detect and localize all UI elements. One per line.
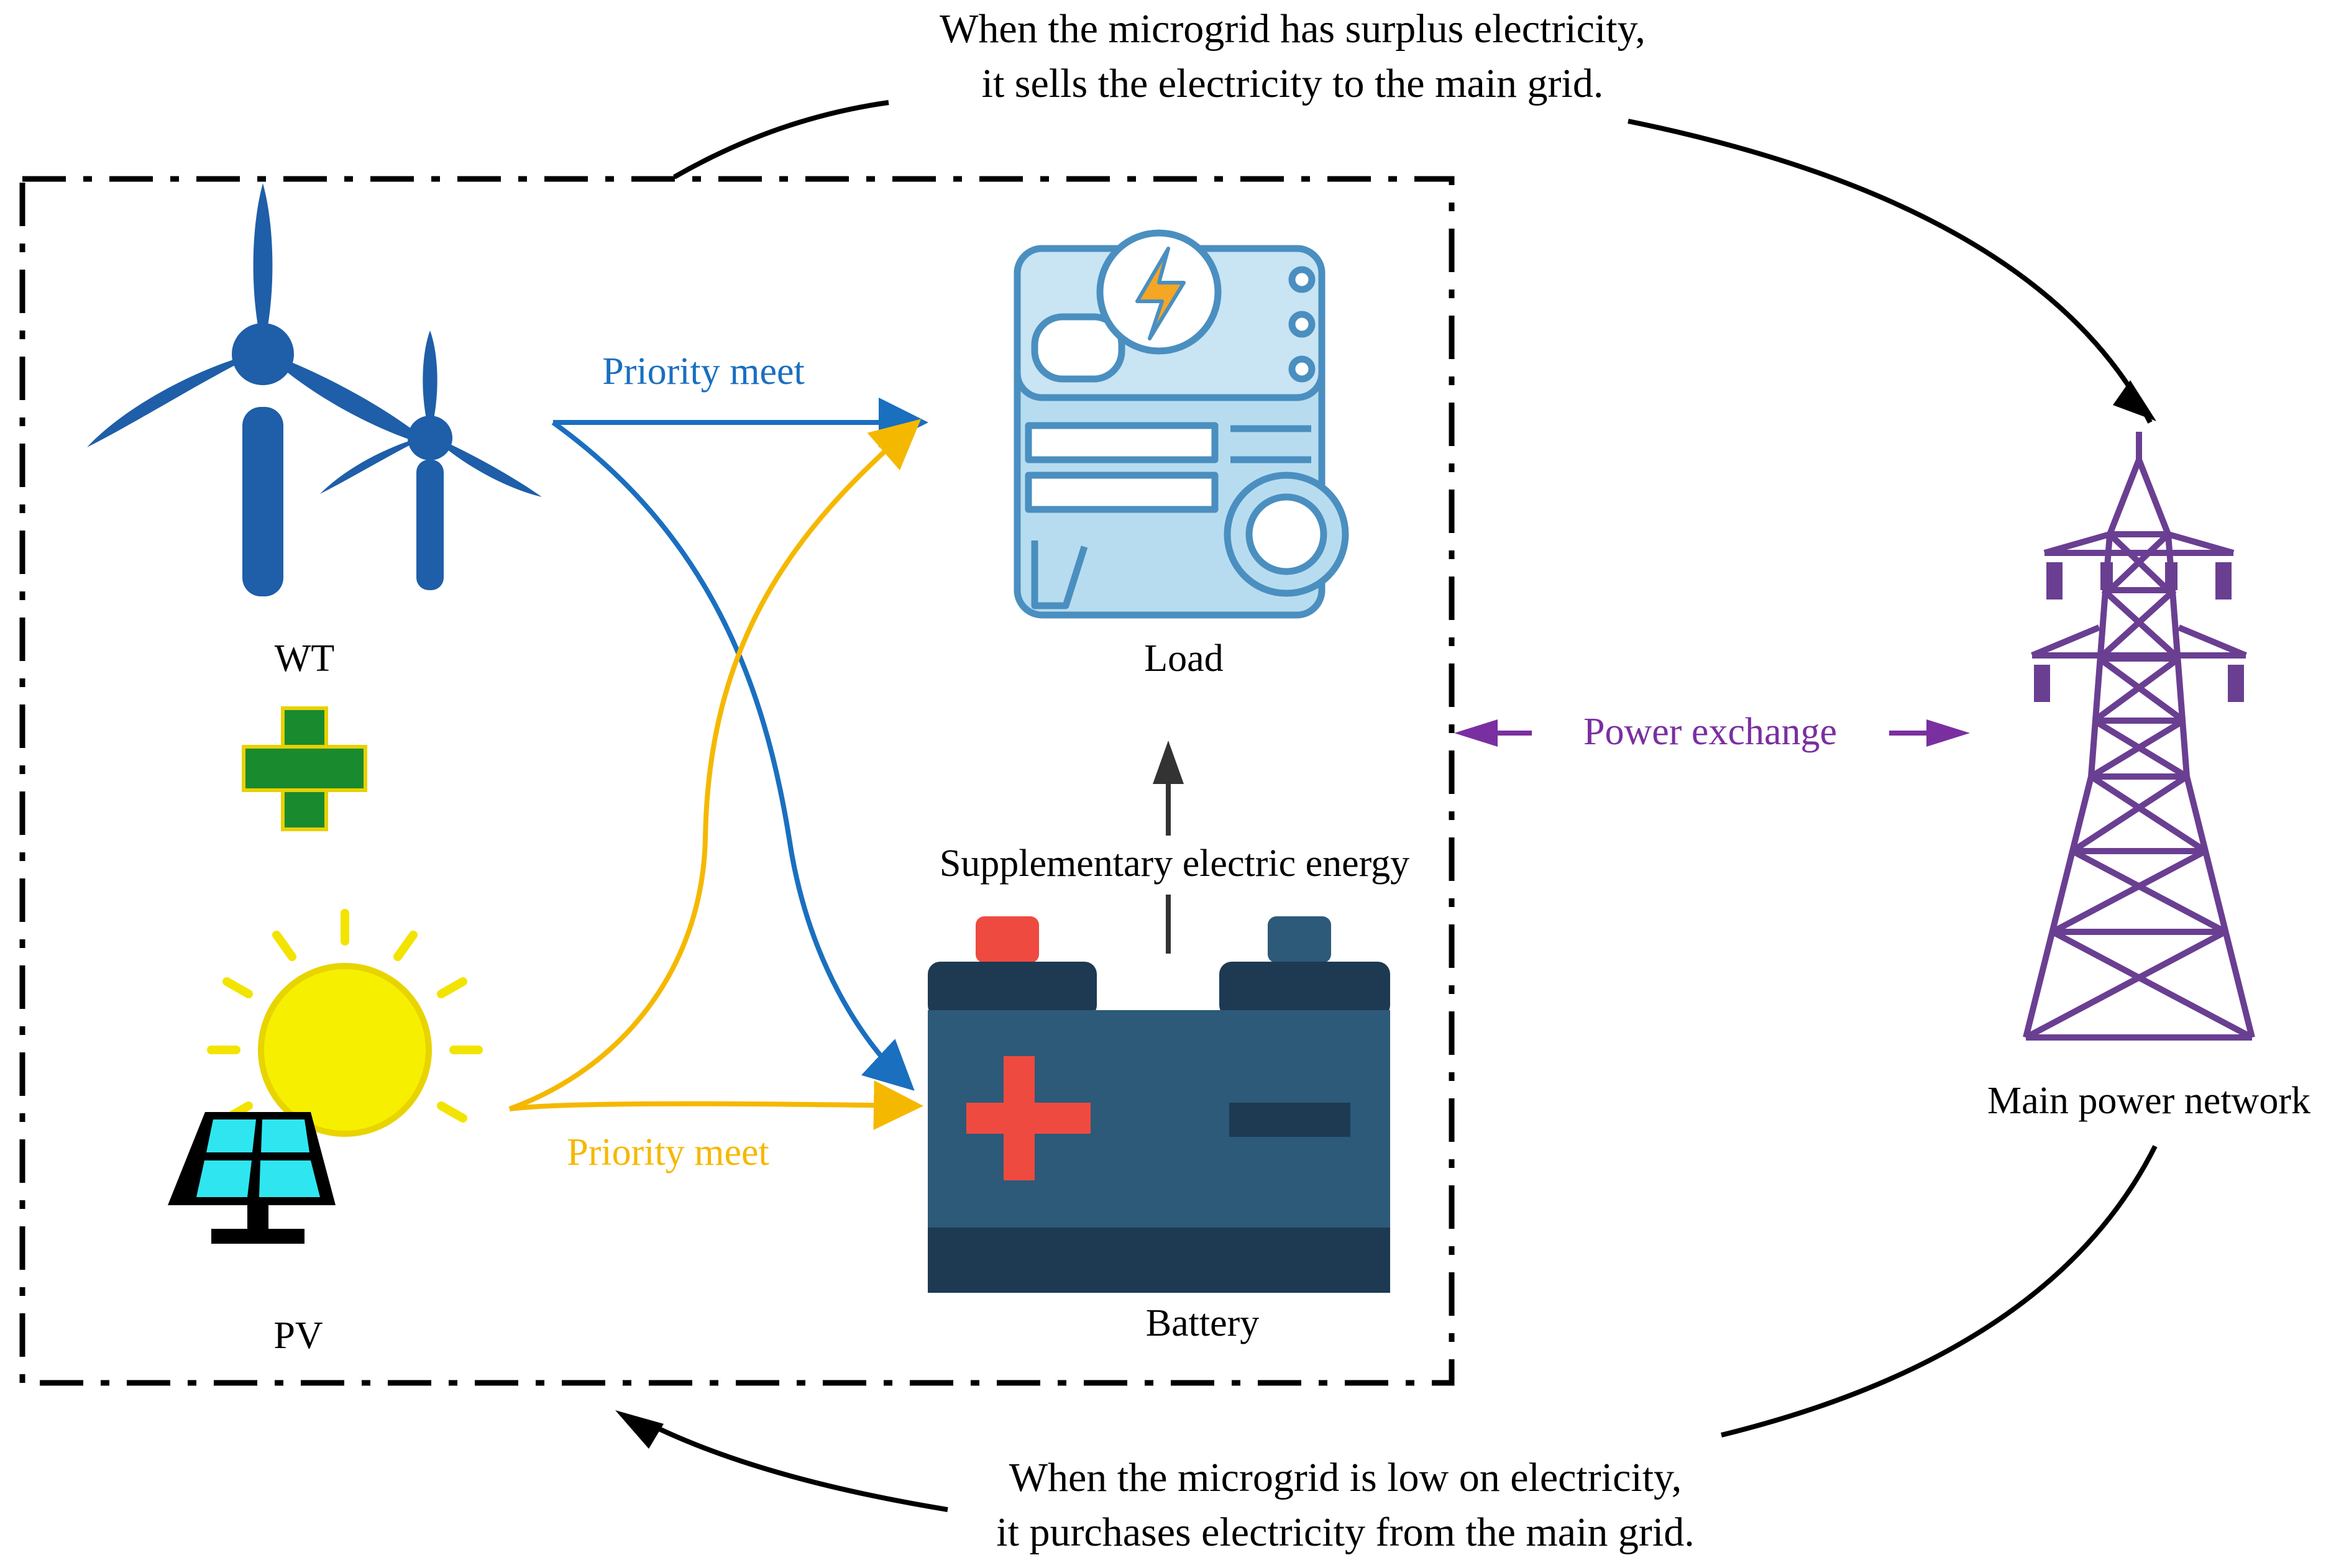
buy-arrow-right-segment (1721, 1145, 2158, 1438)
supplementary-arrowhead (1153, 741, 1184, 784)
priority-meet-yellow-label: Priority meet (567, 1131, 769, 1174)
shortage-note-line1: When the microgrid is low on electricity… (1009, 1455, 1682, 1500)
plus-icon (242, 706, 367, 831)
sell-arrow-left-segment (673, 100, 889, 180)
wt-label: WT (275, 637, 334, 680)
transmission-tower-icon (2023, 432, 2255, 1041)
battery-label: Battery (1146, 1302, 1260, 1344)
microgrid-boundary (19, 176, 1455, 1386)
surplus-note-line1: When the microgrid has surplus electrici… (940, 6, 1646, 52)
sell-arrowhead (2113, 380, 2156, 421)
wind-turbine-icon (87, 183, 542, 596)
shortage-note-line2: it purchases electricity from the main g… (996, 1510, 1694, 1555)
sun-icon (207, 909, 483, 1137)
power-exchange-arrow (1454, 719, 1970, 747)
tower-insulators (2034, 562, 2244, 702)
power-exchange-label: Power exchange (1583, 711, 1837, 753)
pv-label: PV (273, 1315, 323, 1357)
pv-to-load-flow (508, 419, 922, 1111)
supplementary-label: Supplementary electric energy (940, 842, 1409, 885)
pv-to-battery-flow (509, 1080, 923, 1131)
wt-to-battery-flow (551, 420, 915, 1091)
generator-icon (1014, 229, 1349, 619)
main-power-network-label: Main power network (1987, 1080, 2310, 1122)
buy-arrow-left-segment (645, 1420, 948, 1512)
load-label: Load (1144, 637, 1223, 680)
sell-arrow-right-segment (1628, 119, 2153, 424)
surplus-note-line2: it sells the electricity to the main gri… (982, 61, 1604, 106)
battery-icon (928, 916, 1390, 1293)
solar-panel-icon (168, 1112, 336, 1244)
priority-meet-blue-label: Priority meet (602, 350, 804, 393)
buy-arrowhead (615, 1410, 664, 1449)
